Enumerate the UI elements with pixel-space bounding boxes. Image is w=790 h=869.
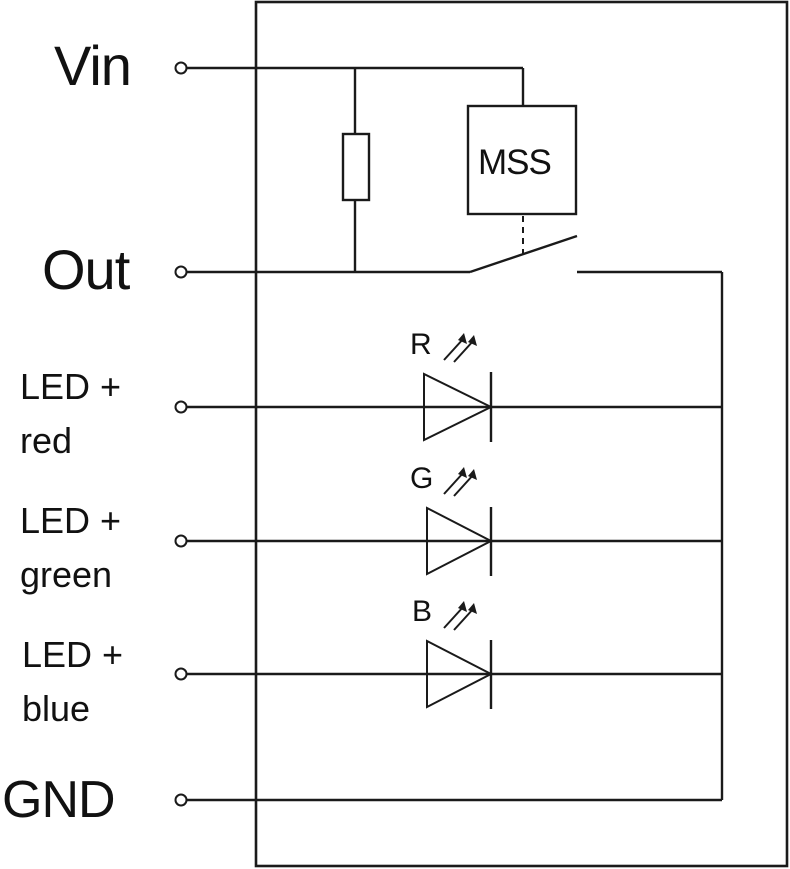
- vin-label: Vin: [54, 34, 132, 97]
- resistor: [341, 68, 371, 272]
- mss-label: MSS: [478, 143, 552, 182]
- switch-output-wire: [577, 270, 724, 800]
- led-red-letter: R: [410, 328, 432, 361]
- led-green-label-line2: green: [20, 554, 113, 595]
- led-green-letter: G: [410, 462, 434, 495]
- gnd-terminal: [174, 793, 188, 807]
- device-enclosure: [254, 0, 789, 868]
- vin-terminal: [174, 61, 188, 75]
- out-terminal: [174, 265, 188, 279]
- led-green-label-line1: LED +: [20, 500, 122, 541]
- light-arrows-icon: [443, 601, 477, 631]
- led-blue-terminal: [174, 667, 188, 681]
- led-green-label: LED + green: [20, 494, 121, 602]
- light-arrows-icon: [443, 333, 477, 363]
- led-red-label-line2: red: [20, 420, 73, 461]
- out-label: Out: [42, 238, 130, 301]
- led-red-terminal: [174, 400, 188, 414]
- led-red: [187, 333, 722, 442]
- led-red-label: LED + red: [20, 360, 121, 468]
- mss-module-box: [466, 104, 578, 216]
- led-red-label-line1: LED +: [20, 366, 122, 407]
- led-blue-label-line2: blue: [22, 688, 91, 729]
- light-arrows-icon: [443, 467, 477, 497]
- led-blue-letter: B: [412, 595, 433, 628]
- led-green: [187, 467, 722, 576]
- led-blue: [187, 601, 722, 709]
- gnd-label: GND: [2, 771, 116, 829]
- switch-blade: [469, 234, 578, 274]
- led-blue-label: LED + blue: [22, 628, 123, 736]
- led-green-terminal: [174, 534, 188, 548]
- led-blue-label-line1: LED +: [22, 634, 124, 675]
